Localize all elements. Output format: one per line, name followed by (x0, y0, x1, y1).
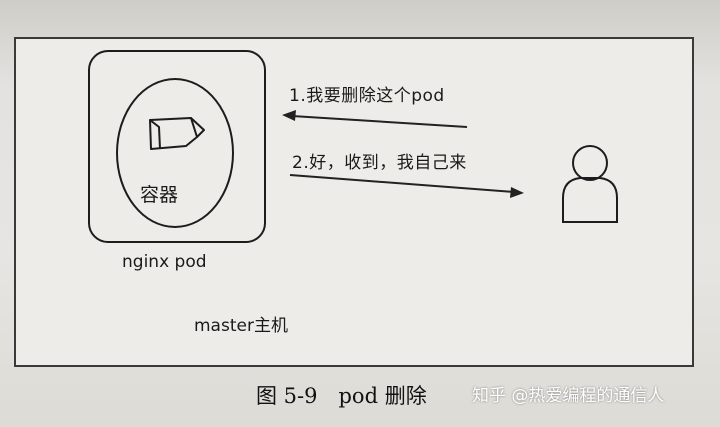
arrow-left-icon (282, 110, 468, 128)
nginx-pod-box (88, 50, 266, 243)
figure-caption: 图 5-9 pod 删除 (256, 384, 427, 408)
master-host-label: master主机 (194, 316, 288, 336)
container-label: 容器 (140, 184, 179, 206)
zhihu-watermark: 知乎 @热爱编程的通信人 (472, 386, 665, 406)
message-delete-request: 1.我要删除这个pod (289, 86, 445, 106)
container-box-icon (149, 117, 205, 150)
arrow-right-icon (289, 174, 524, 198)
master-host-frame (14, 37, 694, 367)
nginx-pod-label: nginx pod (122, 252, 207, 272)
message-acknowledge: 2.好，收到，我自己来 (292, 153, 467, 173)
user-icon (562, 145, 618, 223)
container-circle (116, 78, 234, 228)
